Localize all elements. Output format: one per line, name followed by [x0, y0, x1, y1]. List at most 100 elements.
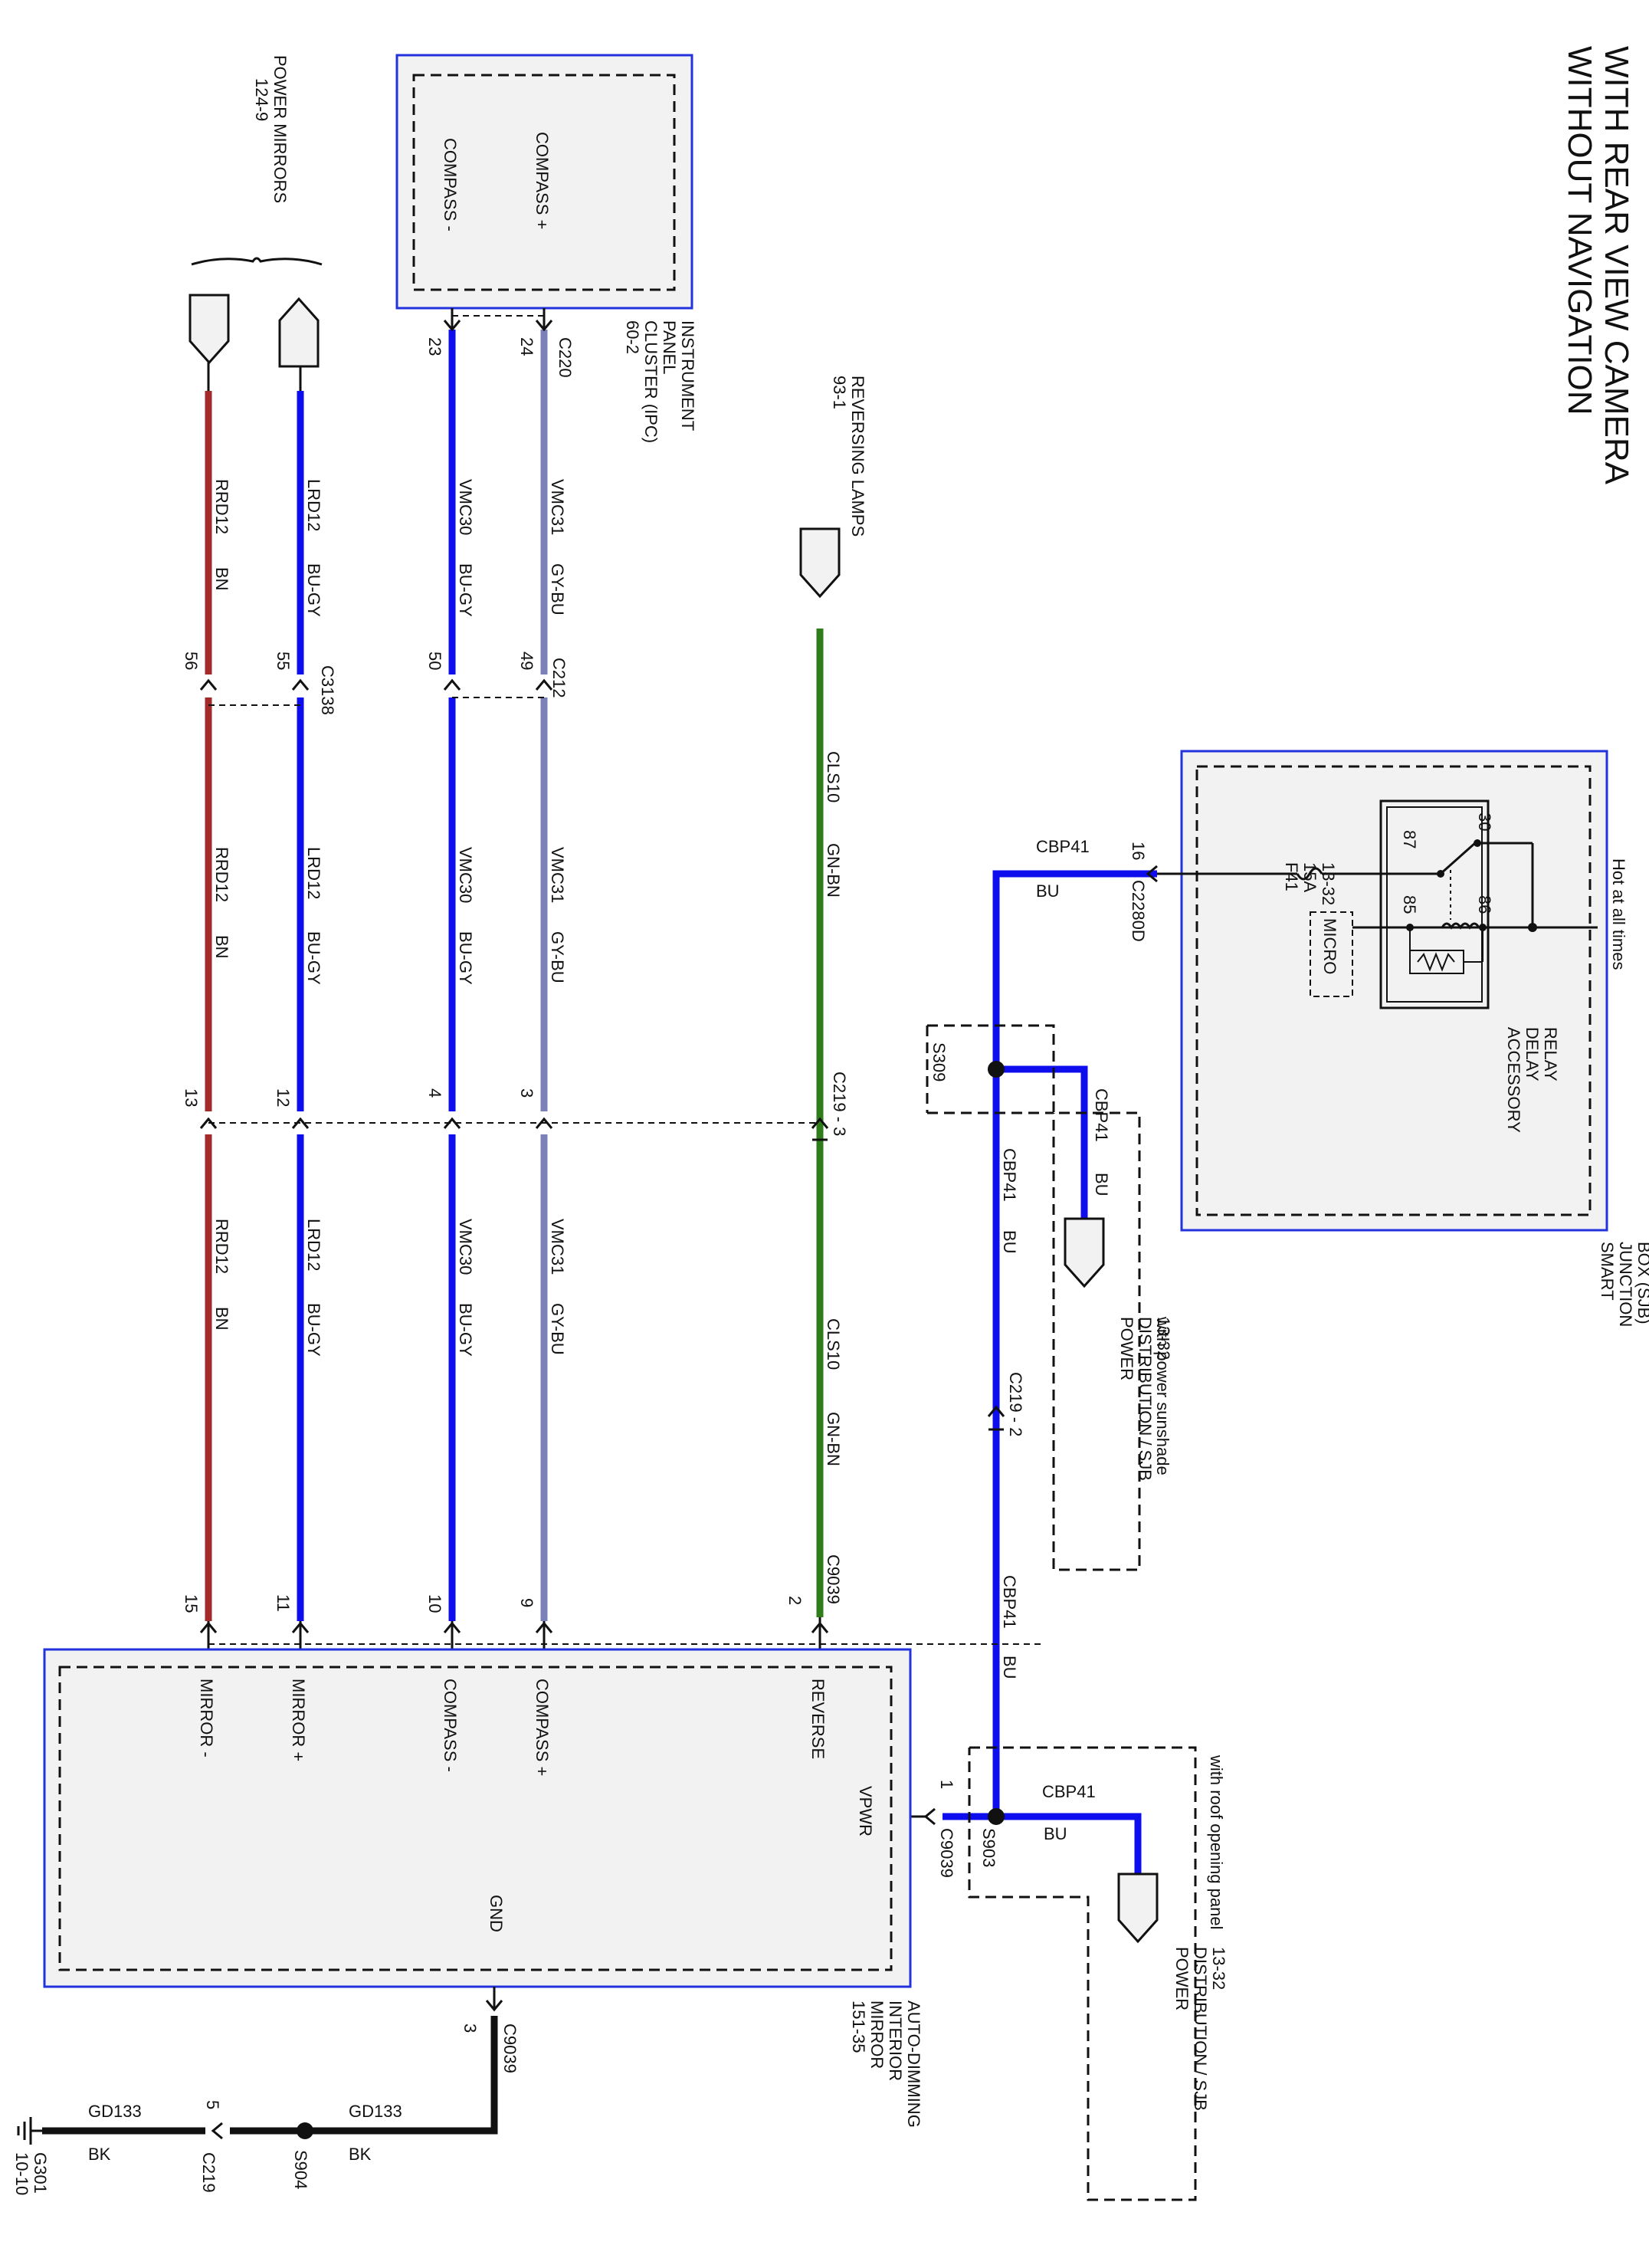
relay-name-label: ACCESSORY DELAY RELAY [1504, 1027, 1560, 1133]
sjb-frame [1180, 750, 1608, 1232]
vmc30-color-1: BU-GY [456, 563, 475, 617]
power-mirrors-brace [191, 257, 323, 266]
vmc30-pin-50: 50 [425, 652, 444, 670]
feed-junction-dot [1528, 923, 1537, 932]
c219-gnd-connector-mark [211, 2122, 223, 2140]
relay-pin-87-label: 87 [1400, 830, 1419, 848]
cbp41-circuit: CBP41 BU 16 C2280D CBP41 BU CBP41 BU C21… [910, 837, 1169, 1874]
vpwr-pin-1: 1 [937, 1780, 956, 1789]
reversing-lamps-label: REVERSING LAMPS 93-1 [830, 376, 867, 537]
relay-coil [1425, 922, 1483, 930]
s309-destination-label: POWER DISTRIBUTION / SJB 13-32 [1117, 1317, 1173, 1481]
vmc31-pin-49: 49 [517, 652, 536, 670]
c220-label: C220 [556, 337, 575, 378]
vmc30-label-3: VMC30 [456, 1219, 475, 1275]
c3138-label: C3138 [318, 665, 337, 715]
cbp41-label-mid: CBP41 [1000, 1148, 1019, 1202]
lrd12-label-1: LRD12 [304, 479, 323, 531]
lrd12-pin-55: 55 [274, 652, 293, 670]
s903-splice-dot [988, 1808, 1005, 1825]
vpwr-connector-mark [923, 1807, 936, 1826]
gnbn-label-1: GN-BN [824, 843, 843, 898]
gnd-connector-label: C9039 [500, 2023, 520, 2073]
lrd12-color-3: BU-GY [304, 1303, 323, 1357]
gd133-label-1: GD133 [349, 2102, 402, 2121]
relay-pin-85-label: 85 [1400, 895, 1419, 914]
power-mirrors-line-2: 124-9 [252, 78, 271, 121]
vpwr-connector-label: C9039 [937, 1828, 956, 1878]
instrument-panel-cluster: COMPASS + COMPASS - INSTRUMENT PANEL CLU… [395, 54, 697, 443]
module-pin-mirror-minus: MIRROR - [197, 1679, 216, 1758]
s309-dest-line-2: DISTRIBUTION / SJB [1136, 1317, 1155, 1481]
s903-dest-line-1: POWER [1172, 1947, 1192, 2010]
vmc31-pin-24: 24 [517, 337, 536, 356]
s903-dest-line-2: DISTRIBUTION / SJB [1191, 1947, 1210, 2111]
c2193-connector-mark [811, 1117, 829, 1129]
rev-connector-label: C9039 [824, 1554, 843, 1604]
c3138-pin56-mark [199, 678, 218, 691]
s309-option-boundary [927, 1024, 1141, 1571]
gd133-label-2: GD133 [88, 2102, 142, 2121]
gnd-connector-mark [485, 2000, 503, 2012]
c212-pin49-mark [535, 678, 553, 691]
power-mirrors-label: POWER MIRRORS 124-9 [252, 55, 290, 203]
module-pin-mirror-plus: MIRROR + [289, 1679, 308, 1761]
lrd12-color-1: BU-GY [304, 563, 323, 617]
c219-pin4-mark [443, 1117, 461, 1129]
module-pin-gnd: GND [487, 1895, 506, 1932]
vmc30-label-2: VMC30 [456, 847, 475, 903]
mirror-module-name-line-3: MIRROR [867, 2001, 887, 2069]
c2192-label: C219 - 2 [1006, 1372, 1025, 1436]
cbp41-s309-branch [996, 1065, 1088, 1219]
title-line-1: WITH REAR VIEW CAMERA [1598, 46, 1635, 485]
gd133-wire-1 [230, 2016, 498, 2135]
vmc31-pin-3: 3 [517, 1088, 536, 1098]
c220-pin24-mark [535, 320, 553, 332]
s903-note: with roof opening panel [1207, 1754, 1226, 1930]
c212-gap-49 [536, 674, 552, 697]
module-pin-reverse: REVERSE [808, 1679, 828, 1759]
cbp41-s903-branch [996, 1813, 1142, 1874]
cbp41-color-s903: BU [1044, 1824, 1067, 1843]
gd133-color-2: BK [88, 2145, 111, 2164]
vmc31-label-3: VMC31 [548, 1219, 567, 1275]
cbp41-color-branch: BU [1092, 1173, 1111, 1196]
vmc31-color-2: GY-BU [548, 931, 567, 983]
s903-option-boundary [968, 1746, 1197, 2201]
c3138-pin55-mark [291, 678, 310, 691]
cbp41-main-wire [992, 870, 1157, 1817]
mirror-module-name-line-4: 151-35 [849, 2001, 868, 2053]
relay-outline [1379, 799, 1490, 1009]
c219-pin12-mark [291, 1117, 310, 1129]
power-mirrors: POWER MIRRORS 124-9 [189, 55, 323, 368]
title-line-2: WITHOUT NAVIGATION [1561, 46, 1598, 415]
cbp41-pin-16: 16 [1129, 842, 1148, 860]
sjb-name-line-1: SMART [1598, 1242, 1617, 1301]
ipc-inner-boundary [412, 74, 676, 291]
s903-splice-label: S903 [979, 1828, 998, 1867]
ipc-name-line-3: CLUSTER (IPC) [641, 320, 661, 443]
relay-name-line-1: ACCESSORY [1504, 1027, 1523, 1133]
c2280d-connector-mark [1146, 865, 1158, 883]
s309-note: with power sunshade [1153, 1316, 1172, 1475]
relay-name-line-3: RELAY [1541, 1027, 1560, 1081]
vmc30-pin-4: 4 [425, 1088, 444, 1098]
s309-splice-label: S309 [929, 1042, 949, 1081]
rrd12-color-3: BN [212, 1307, 231, 1331]
mirror-module-name-label: AUTO-DIMMING INTERIOR MIRROR 151-35 [849, 2001, 923, 2128]
lrd12-label-3: LRD12 [304, 1219, 323, 1271]
module-pin-compass-minus: COMPASS - [441, 1679, 460, 1772]
s309-destination-arrow [1064, 1217, 1105, 1288]
gnbn-label-2: GN-BN [824, 1412, 843, 1466]
module-pin-vpwr: VPWR [856, 1786, 875, 1836]
ipc-name-line-1: INSTRUMENT [678, 320, 697, 431]
s309-splice-dot [988, 1061, 1005, 1078]
c2192-connector-mark [987, 1405, 1005, 1417]
c219-pin13-mark [199, 1117, 218, 1129]
ipc-name-line-4: 60-2 [623, 320, 642, 354]
ground-g301-label: G301 10-10 [12, 2152, 50, 2195]
c219-pin3-mark [535, 1117, 553, 1129]
cbp41-label-branch: CBP41 [1092, 1088, 1111, 1142]
s309-dest-line-1: POWER [1117, 1317, 1136, 1380]
fuse-label-line-2: 15A [1300, 862, 1320, 892]
